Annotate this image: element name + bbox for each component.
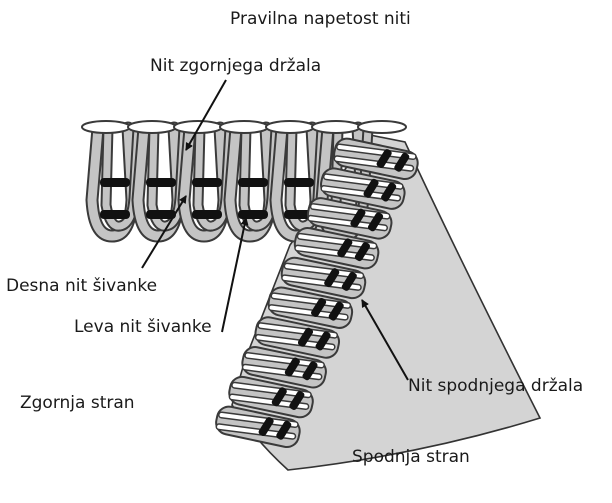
diagonal-stitch bbox=[215, 405, 301, 449]
lower-thread-bar bbox=[376, 149, 392, 169]
stitch-thread bbox=[285, 264, 363, 278]
label-left-needle-thread: Leva nit šivanke bbox=[74, 317, 212, 337]
upper-thread-leader bbox=[185, 79, 227, 151]
needle-thread-segment bbox=[146, 210, 176, 219]
diagonal-stitch bbox=[333, 137, 419, 181]
lower-thread-bar bbox=[302, 361, 318, 381]
diagonal-stitch bbox=[320, 167, 406, 210]
label-bottom-side: Spodnja stran bbox=[352, 447, 470, 467]
needle-thread-segment bbox=[192, 178, 222, 187]
label-upper-thread: Nit zgornjega držala bbox=[150, 56, 322, 76]
needle-thread-segment bbox=[284, 210, 314, 219]
label-right-needle-thread: Desna nit šivanke bbox=[6, 276, 158, 296]
lower-thread-bar bbox=[311, 297, 327, 317]
diagonal-stitch bbox=[293, 226, 380, 270]
stitch-thread bbox=[245, 353, 324, 367]
lower-thread-bar bbox=[394, 152, 410, 172]
lower-thread-bar bbox=[271, 387, 287, 407]
upper-thread-segment bbox=[81, 120, 131, 134]
upper-thread-segment bbox=[357, 120, 407, 134]
lower-thread-bar bbox=[367, 212, 384, 232]
diagonal-stitches bbox=[215, 137, 419, 449]
diagonal-stitch bbox=[241, 346, 327, 389]
stitch-thread bbox=[337, 145, 416, 159]
needle-thread-segment bbox=[100, 178, 130, 187]
stitch-thread bbox=[258, 323, 337, 338]
diagram-title: Pravilna napetost niti bbox=[230, 9, 411, 29]
diagonal-stitch bbox=[306, 197, 393, 240]
lower-thread-bar bbox=[341, 271, 357, 291]
needle-thread-segment bbox=[238, 210, 268, 219]
lower-thread-bar bbox=[337, 238, 353, 258]
lower-thread-leader bbox=[361, 299, 409, 381]
upper-thread-segment bbox=[265, 120, 315, 134]
diagonal-stitch bbox=[254, 316, 341, 359]
needle-thread-segment bbox=[284, 178, 314, 187]
lower-thread-bar bbox=[258, 417, 274, 437]
top-threads bbox=[81, 120, 407, 219]
stitch-thread bbox=[324, 174, 403, 189]
upper-thread-segment bbox=[127, 120, 177, 134]
lower-thread-bar bbox=[354, 242, 370, 262]
needle-thread-segment bbox=[146, 178, 176, 187]
stitch-thread bbox=[298, 234, 376, 248]
needle-thread-segment bbox=[238, 178, 268, 187]
lower-thread-bar bbox=[289, 391, 305, 410]
lower-thread-bar bbox=[381, 182, 397, 202]
lower-thread-bar bbox=[324, 268, 340, 288]
lower-thread-bar bbox=[284, 357, 300, 377]
needle-thread-segment bbox=[100, 210, 130, 219]
label-lower-thread: Nit spodnjega držala bbox=[408, 376, 584, 396]
left-needle-thread-leader bbox=[221, 217, 249, 333]
lower-thread-bar bbox=[363, 178, 379, 198]
lower-thread-bar bbox=[315, 331, 331, 351]
diagonal-stitch bbox=[280, 256, 367, 300]
lower-thread-bar bbox=[276, 420, 292, 440]
lower-thread-bar bbox=[350, 208, 366, 228]
stitch-thread bbox=[272, 293, 350, 308]
label-top-side: Zgornja stran bbox=[20, 393, 135, 413]
stitch-thread bbox=[311, 204, 389, 219]
stitch-thread bbox=[232, 383, 311, 397]
upper-thread-segment bbox=[219, 120, 269, 134]
needle-thread-segment bbox=[192, 210, 222, 219]
lower-thread-bar bbox=[328, 301, 344, 321]
right-needle-thread-leader bbox=[141, 195, 187, 269]
leader-lines bbox=[141, 79, 409, 381]
lower-thread-bar bbox=[297, 327, 314, 347]
upper-thread-segment bbox=[311, 120, 361, 134]
diagonal-stitch bbox=[228, 375, 314, 419]
diagonal-stitch bbox=[267, 286, 354, 329]
stitch-thread bbox=[219, 413, 298, 427]
